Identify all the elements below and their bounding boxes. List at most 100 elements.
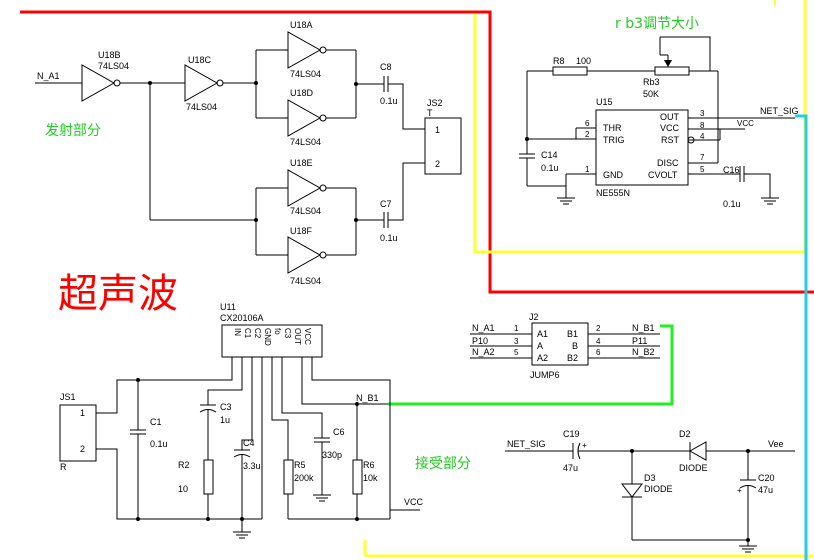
r5-resistor: R5 200k [283,459,314,519]
yellow-boundary [473,0,807,254]
svg-text:47u: 47u [563,463,578,473]
n-b2-label-j2: N_B2 [632,347,655,357]
c3-capacitor: C3 1u [199,402,232,460]
r6-resistor: R6 10k [352,459,378,519]
svg-text:6: 6 [596,348,601,357]
svg-text:DIODE: DIODE [679,463,708,473]
svg-text:10: 10 [178,484,188,494]
u11-pin-c1: C1 [243,328,252,339]
svg-text:C7: C7 [380,199,392,209]
net-sig-label-rx: NET_SIG [507,439,546,449]
svg-text:74LS04: 74LS04 [186,102,217,112]
svg-text:JS1: JS1 [60,392,76,402]
u18c-inverter: U18C 74LS04 [184,55,224,112]
net-sig-label-u15: NET_SIG [760,106,799,116]
svg-text:1u: 1u [220,415,230,425]
vee-label: Vee [768,439,784,449]
svg-text:2: 2 [80,444,85,454]
ground-icon [739,545,757,553]
svg-text:2: 2 [596,324,601,333]
u18f-inverter: U18F 74LS04 [287,226,327,286]
svg-text:J2: J2 [529,312,539,322]
svg-text:T: T [427,108,433,118]
svg-text:3: 3 [514,337,519,346]
p10-label-j2: P10 [472,336,488,346]
js1-connector: JS1 R 1 2 [59,392,97,472]
svg-text:DIODE: DIODE [644,484,673,494]
svg-text:U11: U11 [220,302,236,312]
green-net-wire [388,324,674,406]
p11-label-j2: P11 [632,336,647,346]
svg-text:C14: C14 [541,150,558,160]
u18b-inverter: U18B 74LS04 [81,50,129,102]
r2-resistor: R2 10 [178,459,214,519]
cyan-net-wire [795,114,808,560]
svg-text:B1: B1 [567,329,578,339]
u11-pin-out: OUT [293,328,302,345]
svg-text:U18F: U18F [290,226,313,236]
svg-text:JUMP6: JUMP6 [530,370,560,380]
svg-text:2: 2 [585,130,590,139]
svg-text:0.1u: 0.1u [380,233,398,243]
svg-text:1: 1 [585,165,590,174]
svg-text:1: 1 [514,324,519,333]
svg-text:100: 100 [576,56,591,66]
n-b1-label-j2: N_B1 [632,323,655,333]
svg-text:C6: C6 [333,427,345,437]
u18d-inverter: U18D 74LS04 [287,88,327,147]
svg-text:R: R [60,462,67,472]
svg-text:5: 5 [514,348,519,357]
rb3-note: r b3调节大小 [615,16,699,32]
svg-text:THR: THR [603,123,622,133]
svg-text:C1: C1 [150,417,162,427]
svg-text:U18B: U18B [98,50,121,60]
svg-text:JS2: JS2 [427,98,443,108]
svg-text:TRIG: TRIG [603,135,625,145]
svg-text:74LS04: 74LS04 [290,69,321,79]
ground-icon [557,197,575,205]
svg-text:0.1u: 0.1u [723,199,741,209]
u15-ne555: U15 NE555N THR TRIG GND OUT VCC RST DISC… [585,97,705,198]
svg-text:200k: 200k [294,473,314,483]
svg-text:C16: C16 [723,165,740,175]
c6-capacitor: C6 330p [314,427,345,495]
svg-text:0.1u: 0.1u [150,439,168,449]
svg-text:C3: C3 [220,402,232,412]
svg-text:R8: R8 [553,56,565,66]
u11-pin-fo: fo [273,328,282,335]
svg-text:Rb3: Rb3 [643,77,660,87]
svg-text:U18A: U18A [290,20,313,30]
c20-capacitor: + C20 47u [737,451,775,540]
svg-text:4: 4 [596,337,601,346]
svg-text:74LS04: 74LS04 [290,276,321,286]
svg-text:DISC: DISC [657,158,679,168]
svg-text:R5: R5 [294,460,306,470]
n-a2-label-j2: N_A2 [472,347,495,357]
svg-text:2: 2 [435,159,440,169]
receive-section-label: 接受部分 [415,455,471,472]
u11-pin-c3: C3 [283,328,292,339]
svg-text:C4: C4 [243,438,255,448]
svg-text:3: 3 [700,109,705,118]
c7-capacitor: C7 0.1u [380,199,398,243]
svg-text:VCC: VCC [660,123,680,133]
svg-text:74LS04: 74LS04 [290,206,321,216]
ground-icon [233,531,251,539]
u11-pin-in: IN [233,328,242,336]
c4-capacitor: C4 3.3u [233,438,261,519]
svg-text:74LS04: 74LS04 [98,61,129,71]
svg-text:6: 6 [585,119,590,128]
svg-text:1: 1 [80,408,85,418]
r8-resistor: R8 100 [552,56,591,76]
svg-text:0.1u: 0.1u [541,163,559,173]
c14-capacitor: C14 0.1u [519,139,559,186]
svg-text:7: 7 [700,153,705,162]
svg-text:8: 8 [700,121,705,130]
ultrasonic-title: 超声波 [58,271,178,317]
svg-text:A2: A2 [537,353,548,363]
j2-jump6: J2 JUMP6 A1 A A2 B1 B B2 1 3 5 2 4 6 [514,312,601,380]
svg-text:D3: D3 [644,473,656,483]
svg-text:1: 1 [435,125,440,135]
rb3-potentiometer: Rb3 50K [643,36,711,99]
